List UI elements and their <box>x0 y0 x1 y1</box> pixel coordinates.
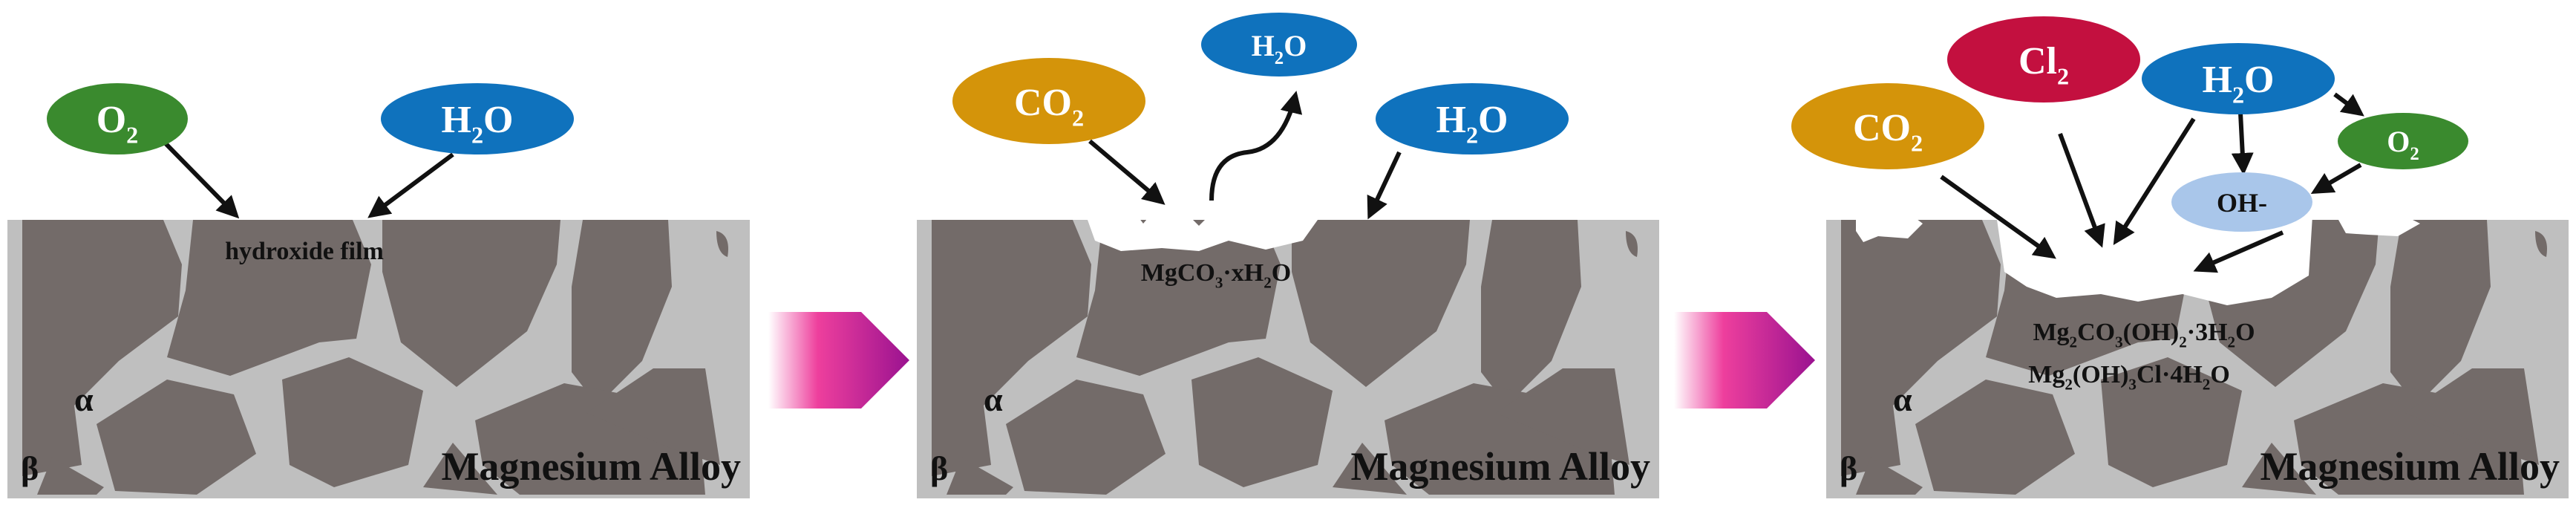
alloy-label: Magnesium Alloy <box>1350 444 1650 489</box>
panel-2: CO2 H2O H2O MgCO3·xH2O α β Magnesium All… <box>917 13 1659 498</box>
product-label: MgCO3·xH2O <box>1141 259 1291 292</box>
alpha-phase-label: α <box>1893 380 1912 418</box>
h2o-in-arrow <box>1367 151 1402 220</box>
h2o-label: H2O <box>2203 59 2275 108</box>
h2o-down-arrow <box>2113 117 2196 246</box>
film-label: hydroxide film <box>225 238 384 265</box>
oh-label: OH- <box>2217 188 2267 218</box>
cl2-bubble <box>1947 16 2140 102</box>
co2-arrow <box>1940 175 2056 259</box>
beta-phase-label: β <box>930 449 948 487</box>
h2o-arrow <box>367 152 454 218</box>
alloy-block <box>917 201 1659 498</box>
o2-label: O2 <box>2387 125 2419 164</box>
o2-bubble <box>47 83 188 154</box>
o2-bubble <box>2338 113 2468 169</box>
panel-3: CO2 Cl2 H2O O2 OH- Mg2CO3(OH)2·3H2O Mg2(… <box>1791 16 2569 498</box>
cl2-arrow <box>2058 132 2105 248</box>
transition-arrow-2 <box>1674 312 1815 409</box>
panel-1: O2 H2O hydroxide film α β Magnesium Allo… <box>7 83 750 498</box>
co2-bubble <box>952 58 1145 144</box>
h2o-bubble <box>381 83 574 154</box>
beta-phase-label: β <box>21 449 39 487</box>
alpha-phase-label: α <box>984 380 1003 418</box>
co2-label: CO2 <box>1853 107 1923 157</box>
o2-to-oh-arrow <box>2310 163 2362 195</box>
alloy-block <box>7 220 750 498</box>
beta-phase-label: β <box>1840 449 1857 487</box>
corrosion-pits <box>1088 201 1318 251</box>
transition-arrow-1 <box>768 312 909 409</box>
alloy-label: Magnesium Alloy <box>2260 444 2560 489</box>
co2-label: CO2 <box>1014 82 1084 131</box>
h2o-in-label: H2O <box>1436 99 1508 149</box>
oh-arrow <box>2193 230 2284 273</box>
h2o-bubble <box>2142 43 2335 114</box>
h2o-to-oh-arrow <box>2231 112 2254 175</box>
corrosion-pit <box>1856 211 1923 242</box>
co2-arrow <box>1088 139 1166 205</box>
product-label-2: Mg2(OH)3Cl·4H2O <box>2028 361 2230 394</box>
oh-bubble <box>2171 172 2312 232</box>
o2-label: O2 <box>97 99 139 149</box>
h2o-out-label: H2O <box>1252 29 1307 68</box>
product-label-1: Mg2CO3(OH)2·3H2O <box>2033 319 2255 351</box>
o2-arrow <box>157 135 240 219</box>
cl2-label: Cl2 <box>2018 40 2069 90</box>
h2o-to-o2-arrow <box>2333 92 2364 117</box>
h2o-release-arrow <box>1209 91 1303 201</box>
h2o-in-bubble <box>1376 83 1569 154</box>
alloy-label: Magnesium Alloy <box>441 444 741 489</box>
corrosion-pit <box>2338 209 2420 236</box>
h2o-out-bubble <box>1201 13 1357 77</box>
co2-bubble <box>1791 83 1984 169</box>
h2o-label: H2O <box>442 99 514 149</box>
alpha-phase-label: α <box>74 380 94 418</box>
